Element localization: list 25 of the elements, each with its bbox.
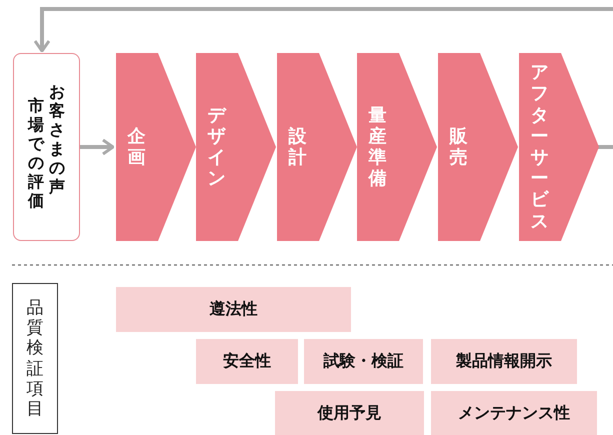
- arrow: [34, 7, 613, 149]
- quality-item: 試験・検証: [304, 339, 423, 384]
- step-label: 販売: [450, 126, 468, 168]
- vertical-text: 品質検証項目: [26, 298, 44, 419]
- vertical-text: お客さまの声: [48, 83, 66, 197]
- category-box: [12, 283, 58, 434]
- step-label: デザイン: [208, 104, 226, 190]
- feedback-box: [13, 53, 80, 241]
- chevron-step: [277, 53, 357, 241]
- quality-item: 使用予見: [275, 391, 424, 435]
- step-label: 量産準備: [368, 104, 388, 190]
- step-label: アフターサービス: [530, 62, 550, 232]
- chevron-step: [519, 53, 599, 241]
- chevron-step: [116, 53, 196, 241]
- step-label: 企画: [128, 126, 146, 168]
- quality-item: 遵法性: [116, 287, 351, 332]
- chevron-step: [438, 53, 518, 241]
- arrow: [80, 138, 114, 156]
- quality-item: メンテナンス性: [431, 391, 597, 435]
- chevron-step: [357, 53, 437, 241]
- quality-item: 安全性: [196, 339, 298, 384]
- quality-item: 製品情報開示: [431, 339, 577, 384]
- chevron-step: [196, 53, 276, 241]
- vertical-text: 市場での評価: [28, 97, 44, 211]
- step-label: 設計: [288, 126, 308, 168]
